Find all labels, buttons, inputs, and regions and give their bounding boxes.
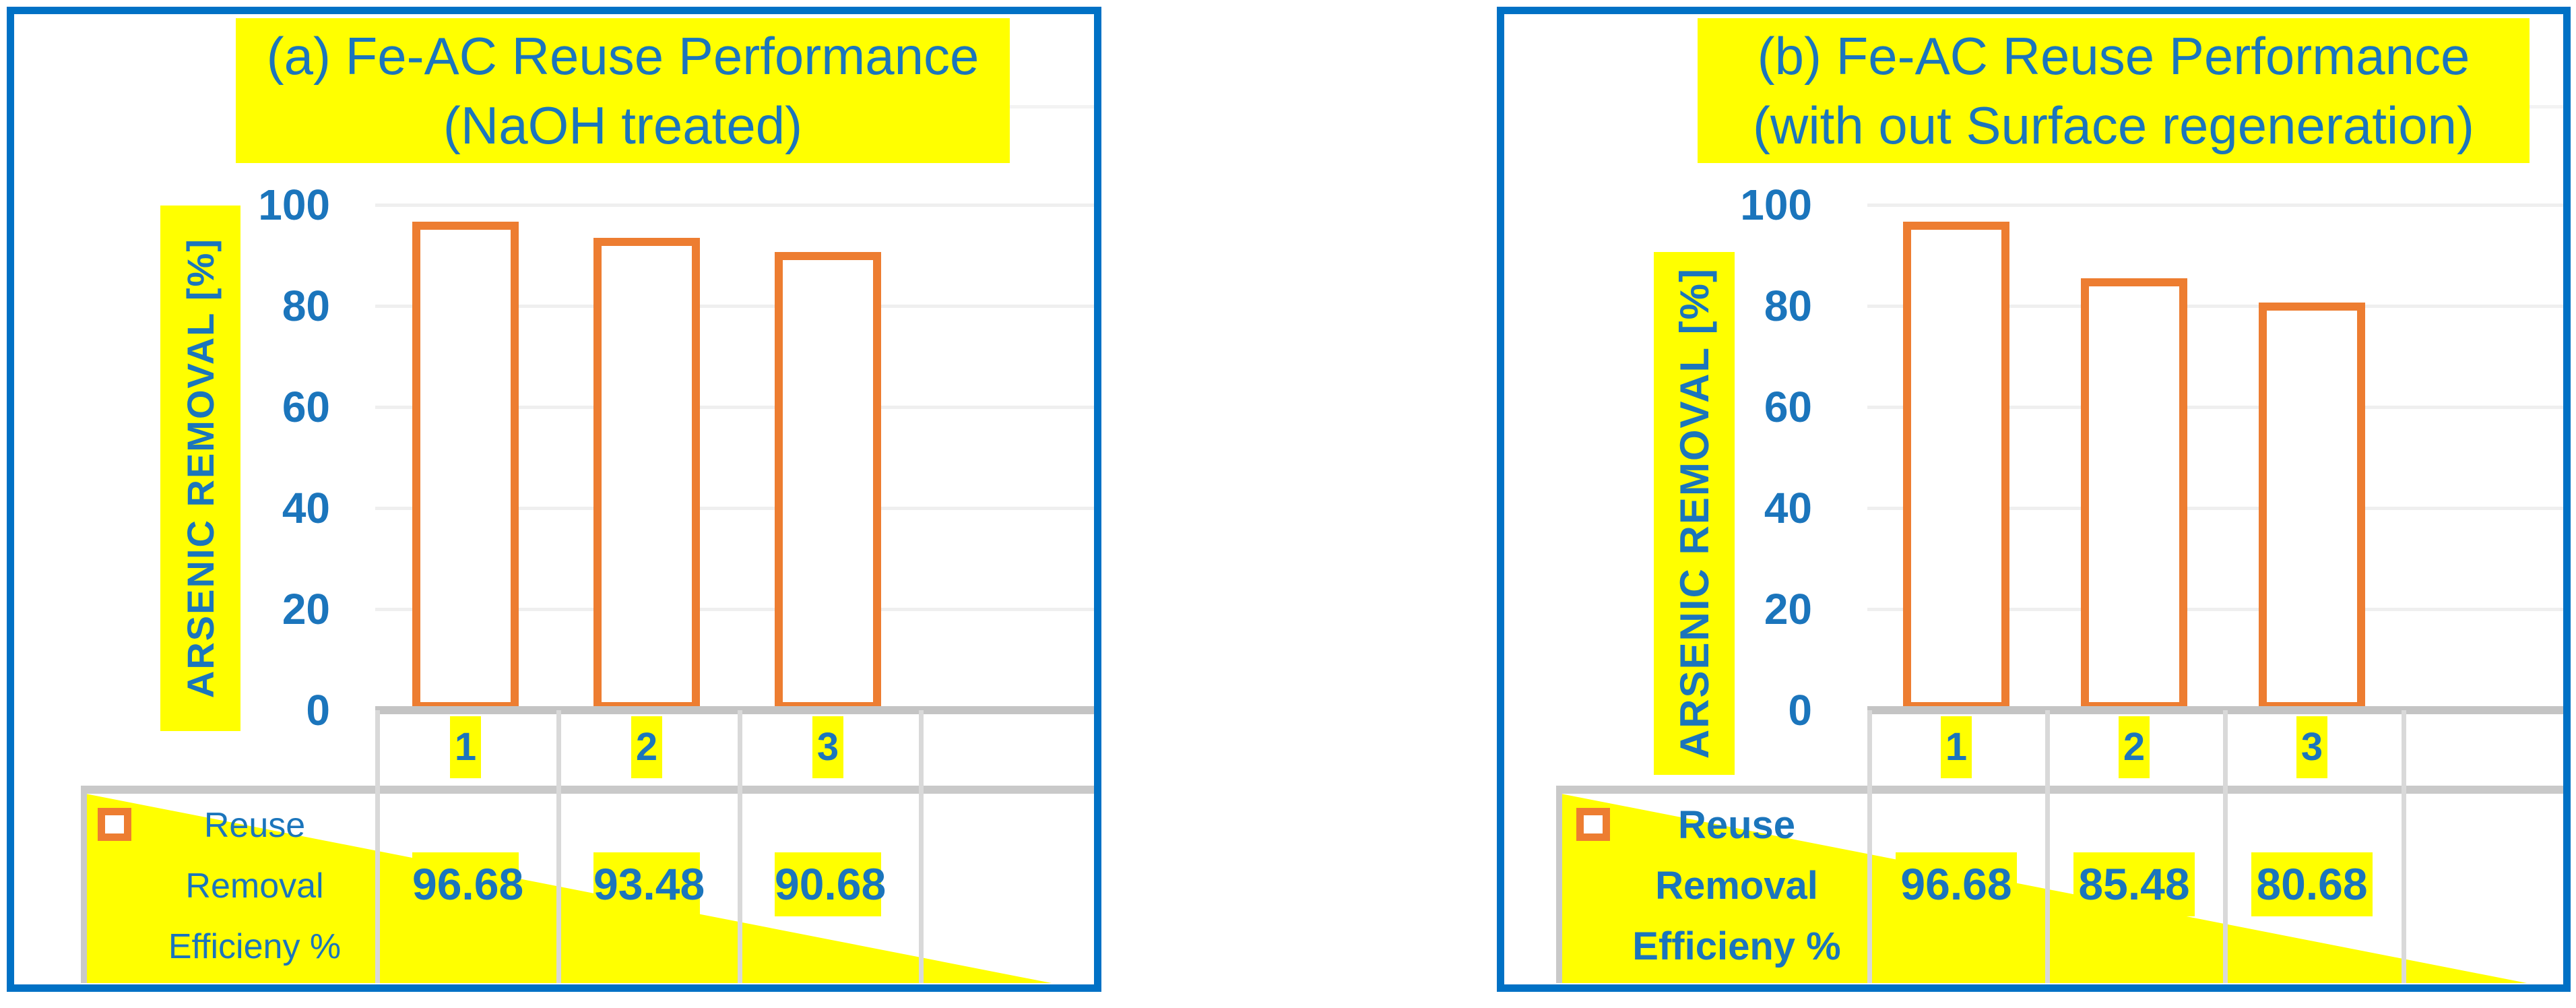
table-value-1: 96.68 [412,859,524,909]
table-value-2: 85.48 [2078,859,2190,909]
y-tick-80: 80 [1764,282,1812,330]
value-1-highlight [1896,852,2017,916]
bar-cycle-3 [2259,303,2365,710]
bar-cycle-2 [593,238,700,710]
y-tick-60: 60 [282,383,330,431]
table-divider-3 [2402,710,2406,983]
chart-title-line2: (NaOH treated) [443,95,803,155]
bar-cycle-2 [2081,278,2187,710]
legend-line-3: Efficieny % [1632,924,1841,968]
value-2-highlight [2073,852,2195,916]
table-divider-0 [1867,710,1872,983]
legend-row-left-border [1556,786,1562,983]
chart-a-plot-region: (a) Fe-AC Reuse Performance (NaOH treate… [14,14,1094,984]
table-divider-1 [2045,710,2050,983]
table-value-3: 90.68 [775,859,887,909]
value-3-highlight [2251,852,2373,916]
gridline-60 [375,406,1094,409]
chart-b-plot-region: (b) Fe-AC Reuse Performance (with out Su… [1504,14,2563,984]
category-1-highlight [450,716,481,778]
legend-line-3: Efficieny % [168,927,342,966]
y-tick-100: 100 [1740,181,1812,229]
y-tick-40: 40 [1764,484,1812,532]
table-value-3: 80.68 [2256,859,2368,909]
value-2-highlight [593,852,700,916]
value-3-highlight [775,852,881,916]
y-tick-20: 20 [282,585,330,633]
y-axis-label: ARSENIC REMOVAL [%] [160,206,240,731]
y-tick-20: 20 [1764,585,1812,633]
gridline-40 [375,507,1094,510]
y-axis-label: ARSENIC REMOVAL [%] [1654,252,1735,775]
gridline-60 [1867,406,2563,409]
bar-cycle-1 [1903,222,2009,710]
legend-line-2: Removal [185,867,324,906]
category-label-2: 2 [635,725,658,769]
legend-marker-icon [1576,808,1610,841]
y-tick-100: 100 [258,181,330,229]
gridline-20 [375,608,1094,611]
table-value-2: 93.48 [593,859,705,909]
gridline-20 [1867,608,2563,611]
legend-line-1: Reuse [1677,803,1796,847]
gridline-100 [1867,203,2563,207]
chart-title: (b) Fe-AC Reuse Performance (with out Su… [1698,18,2530,163]
category-label-1: 1 [1945,725,1968,769]
table-value-1: 96.68 [1900,859,2012,909]
category-1-highlight [1941,716,1972,778]
legend-row-top-border [81,786,1094,794]
bar-cycle-3 [775,252,881,710]
y-tick-0: 0 [306,686,330,734]
table-divider-2 [738,710,742,983]
legend-line-2: Removal [1655,864,1818,908]
gridline-80 [375,305,1094,308]
chart-title-line1: (b) Fe-AC Reuse Performance [1757,26,2470,86]
legend-row-top-border [1556,786,2563,794]
chart-title: (a) Fe-AC Reuse Performance (NaOH treate… [236,18,1010,163]
chart-panel-a: (a) Fe-AC Reuse Performance (NaOH treate… [7,7,1101,992]
category-3-highlight [2296,716,2327,778]
gridline-40 [1867,507,2563,510]
chart-panel-b: (b) Fe-AC Reuse Performance (with out Su… [1497,7,2571,992]
value-1-highlight [412,852,519,916]
table-divider-2 [2223,710,2228,983]
category-label-1: 1 [454,725,477,769]
legend-row-left-border [81,786,87,983]
x-axis-line [375,706,1094,714]
legend-line-1: Reuse [203,806,306,845]
bar-cycle-1 [412,222,519,710]
category-label-3: 3 [816,725,839,769]
category-2-highlight [2119,716,2150,778]
y-tick-0: 0 [1788,686,1812,734]
y-tick-40: 40 [282,484,330,532]
category-3-highlight [812,716,843,778]
table-divider-3 [919,710,924,983]
table-divider-0 [375,710,380,983]
chart-title-line2: (with out Surface regeneration) [1753,95,2474,155]
category-2-highlight [631,716,662,778]
y-tick-80: 80 [282,282,330,330]
gridline-100 [375,203,1094,207]
gridline-80 [1867,305,2563,308]
category-label-3: 3 [2300,725,2323,769]
legend-marker-icon [98,808,131,841]
y-axis-label-text: ARSENIC REMOVAL [%] [179,238,222,699]
category-label-2: 2 [2123,725,2146,769]
chart-title-line1: (a) Fe-AC Reuse Performance [266,26,979,86]
y-tick-60: 60 [1764,383,1812,431]
table-divider-1 [556,710,561,983]
x-axis-line [1867,706,2563,714]
